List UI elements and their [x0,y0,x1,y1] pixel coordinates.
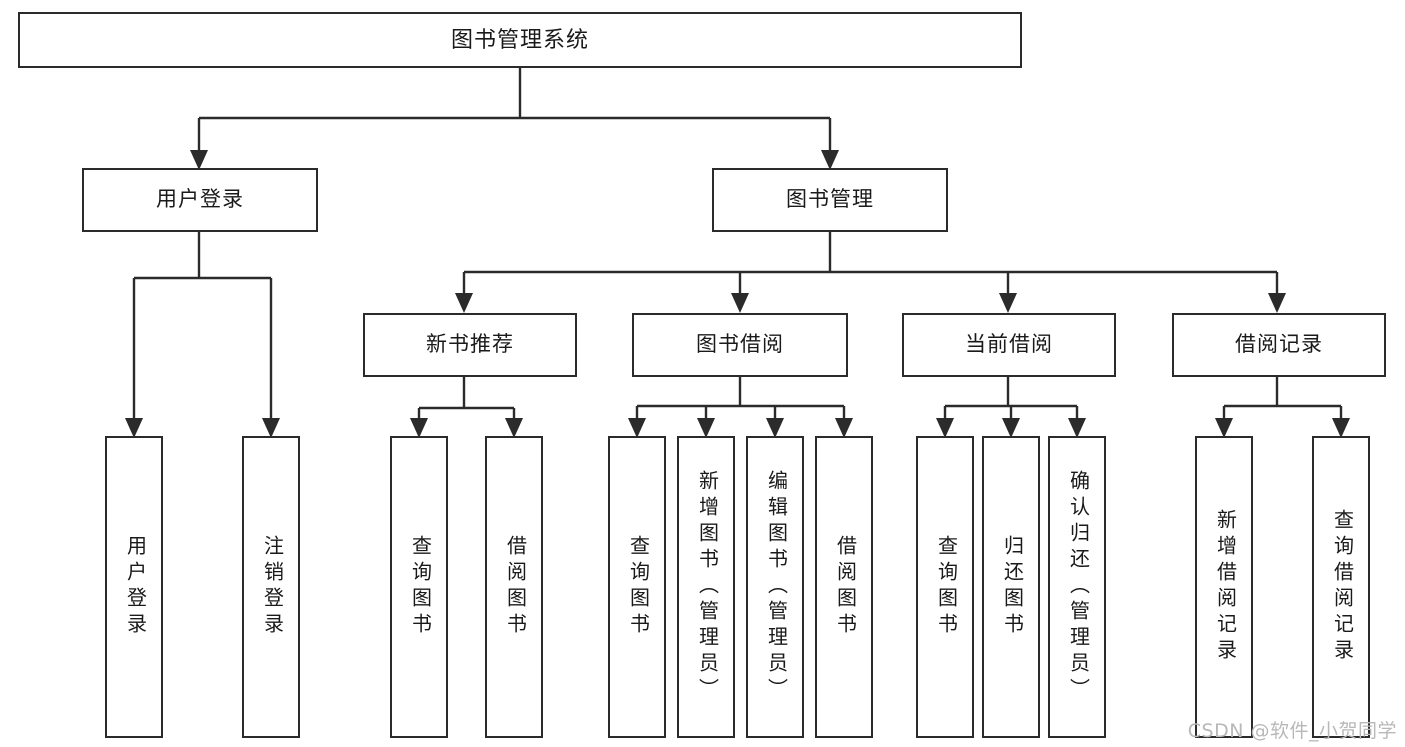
node-book-borrow[interactable]: 图书借阅 [632,313,848,377]
leaf-book-borrow-1[interactable]: 新增图书（管理员） [677,436,735,738]
arrowhead-record-leaf-1 [1332,418,1350,438]
arrowhead-l2-2 [999,293,1017,313]
leaf-borrow-record-0[interactable]: 新增借阅记录 [1195,436,1253,738]
leaf-user-login-1[interactable]: 注销登录 [242,436,300,738]
arrowhead-borrow-leaf-1 [697,418,715,438]
leaf-current-borrow-0[interactable]: 查询图书 [916,436,974,738]
node-borrow-record[interactable]: 借阅记录 [1172,313,1386,377]
leaf-current-borrow-1[interactable]: 归还图书 [982,436,1040,738]
arrowhead-record-leaf-0 [1215,418,1233,438]
arrowhead-current-leaf-1 [1002,418,1020,438]
arrowhead-current-leaf-2 [1068,418,1086,438]
arrowhead-borrow-leaf-0 [628,418,646,438]
arrowhead-l2-1 [731,293,749,313]
arrowhead-borrow-leaf-3 [835,418,853,438]
leaf-new-book-recommend-0[interactable]: 查询图书 [390,436,448,738]
node-root[interactable]: 图书管理系统 [18,12,1022,68]
csdn-watermark: CSDN @软件_小贺同学 [1187,720,1397,742]
arrowhead-recommend-leaf-1 [505,418,523,438]
arrowhead-current-leaf-0 [936,418,954,438]
leaf-user-login-0[interactable]: 用户登录 [105,436,163,738]
arrowhead-borrow-leaf-2 [766,418,784,438]
node-user-login[interactable]: 用户登录 [82,168,318,232]
leaf-new-book-recommend-1[interactable]: 借阅图书 [485,436,543,738]
arrowhead-user-login-leaf-1 [262,418,280,438]
leaf-book-borrow-3[interactable]: 借阅图书 [815,436,873,738]
leaf-borrow-record-1[interactable]: 查询借阅记录 [1312,436,1370,738]
node-book-management[interactable]: 图书管理 [712,168,948,232]
node-new-book-recommend[interactable]: 新书推荐 [363,313,577,377]
arrowhead-l2-3 [1268,293,1286,313]
arrowhead-user-login [190,150,208,170]
arrowhead-l2-0 [455,293,473,313]
arrowhead-recommend-leaf-0 [410,418,428,438]
arrowhead-user-login-leaf-0 [125,418,143,438]
node-current-borrow[interactable]: 当前借阅 [902,313,1116,377]
leaf-book-borrow-2[interactable]: 编辑图书（管理员） [746,436,804,738]
leaf-book-borrow-0[interactable]: 查询图书 [608,436,666,738]
arrowhead-book-manage [821,150,839,170]
leaf-current-borrow-2[interactable]: 确认归还（管理员） [1048,436,1106,738]
